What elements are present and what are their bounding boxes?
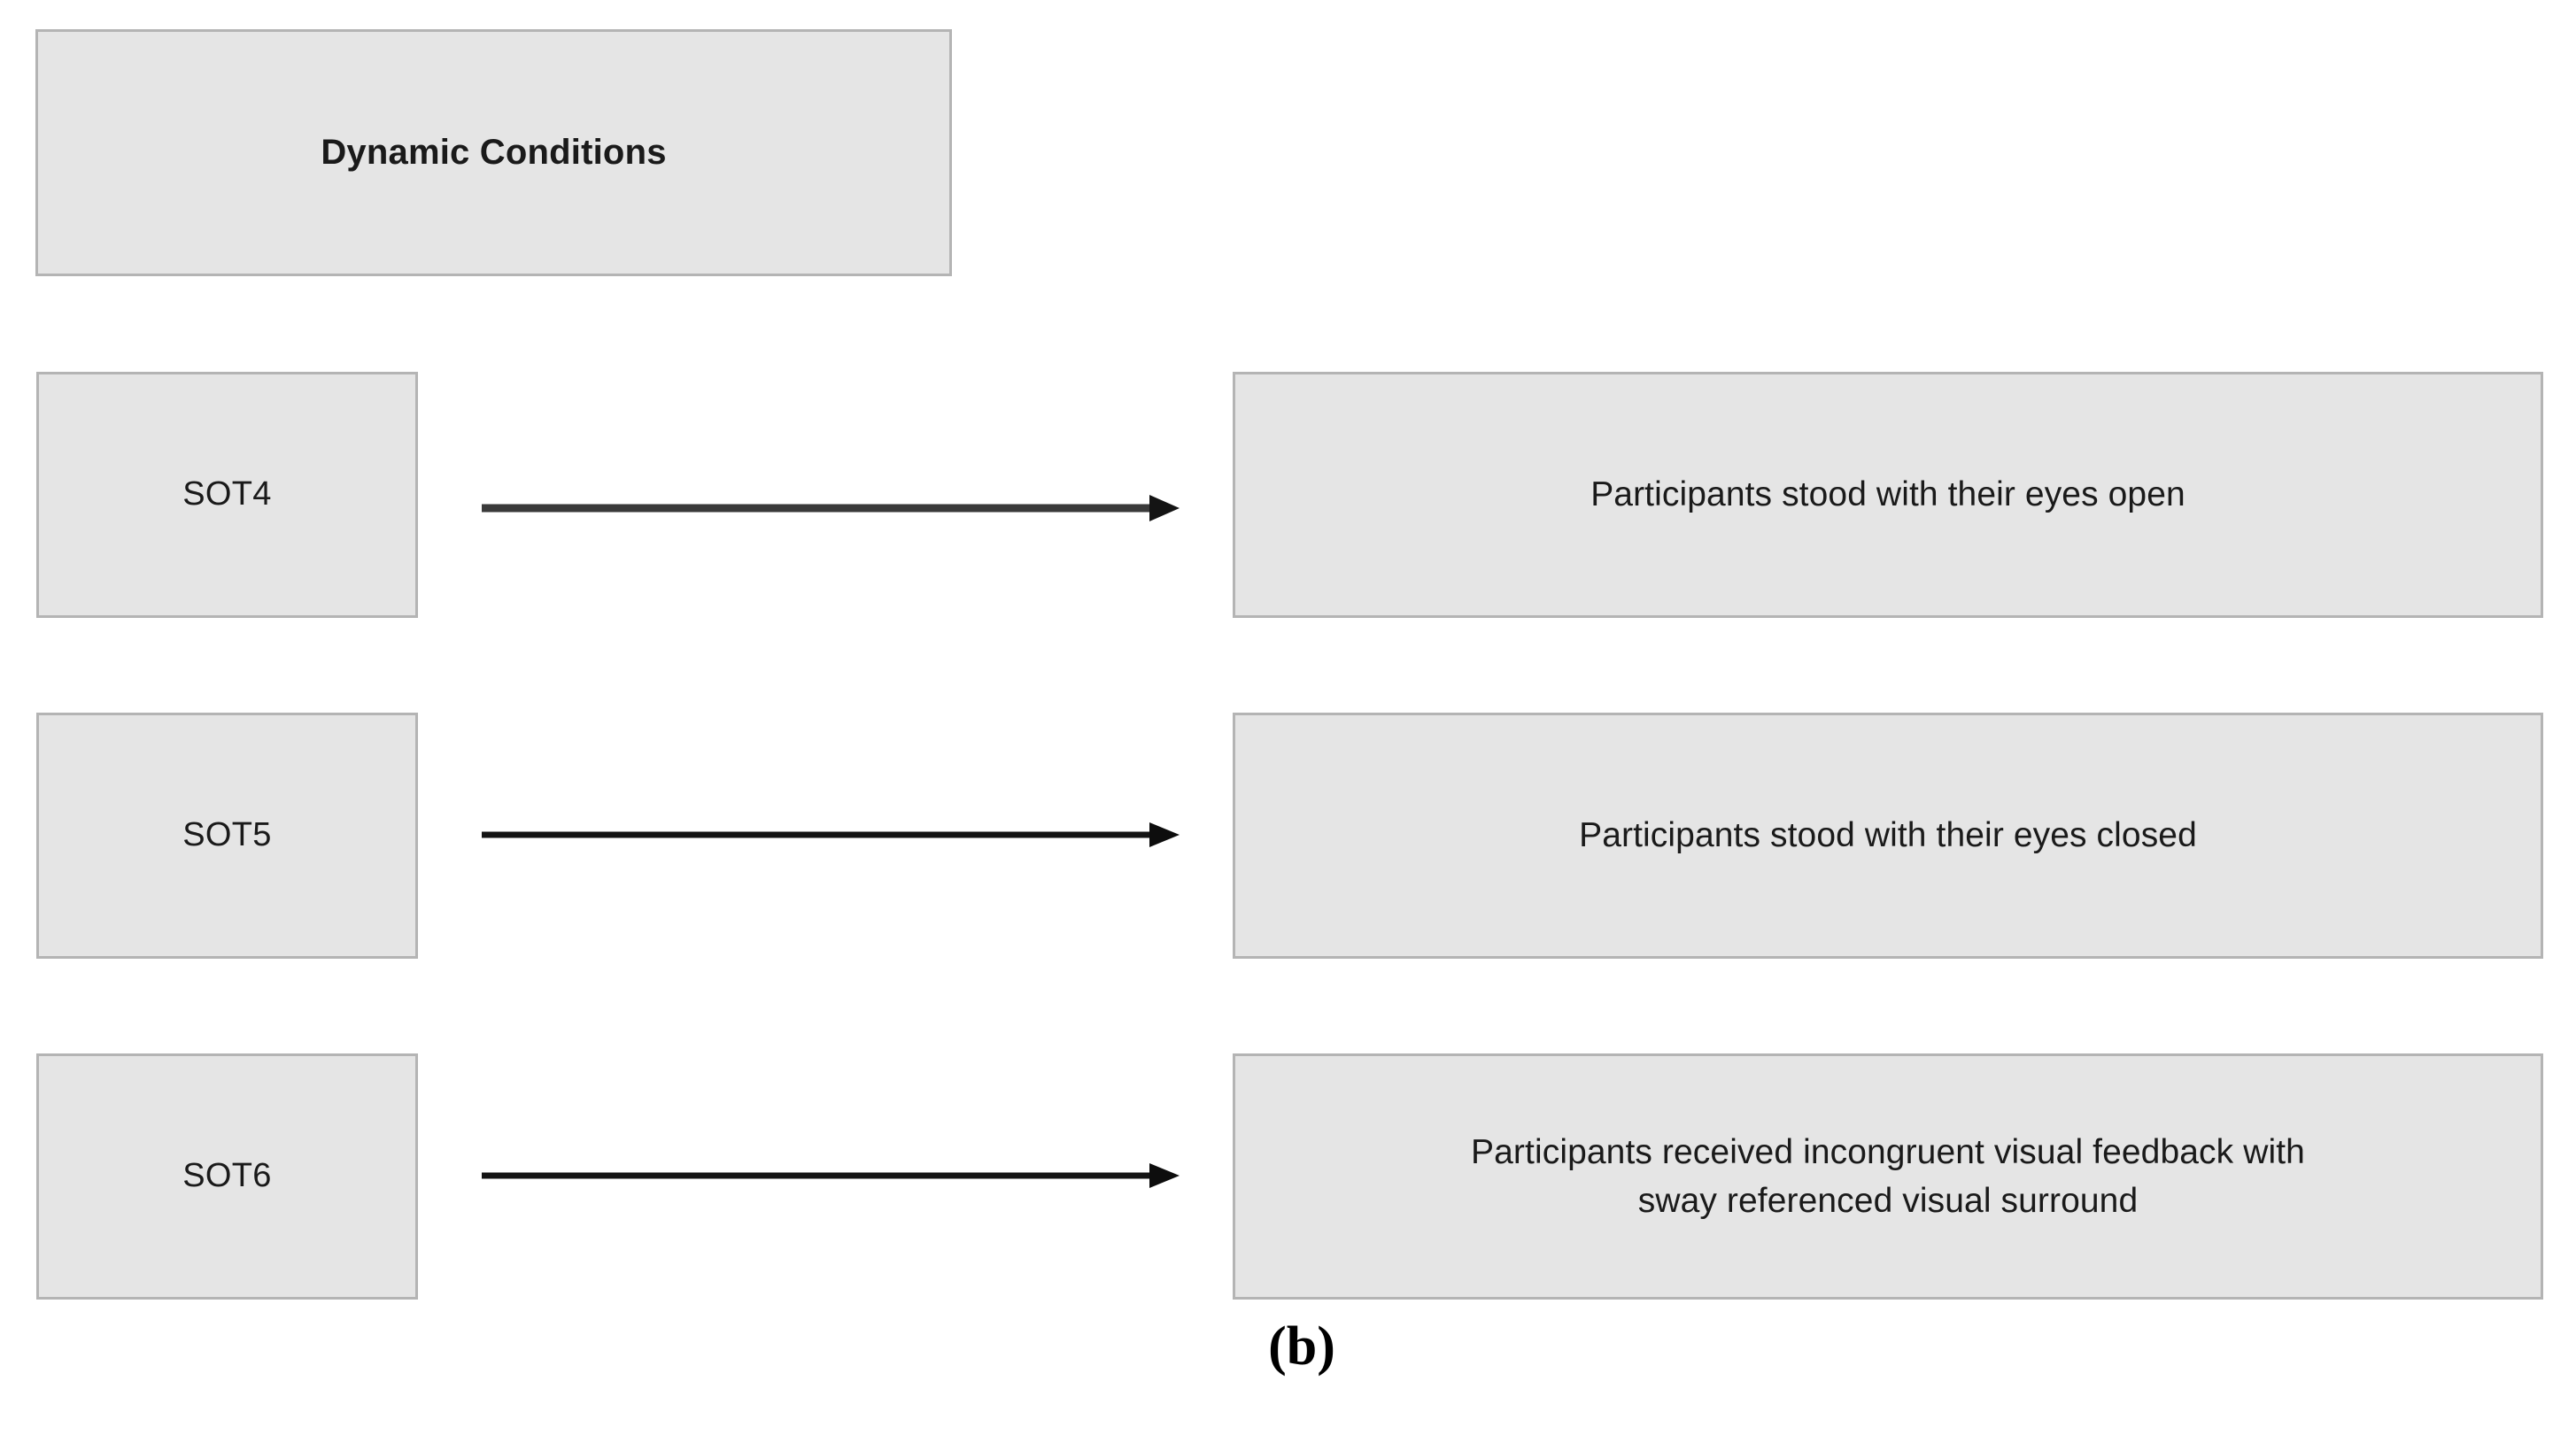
header-box: Dynamic Conditions — [35, 29, 952, 276]
right-arrow-icon — [478, 490, 1180, 526]
condition-box-label: SOT4 — [182, 475, 272, 513]
description-box-label: Participants stood with their eyes close… — [1579, 816, 2197, 855]
right-arrow-icon — [478, 817, 1180, 853]
description-box-sot6: Participants received incongruent visual… — [1233, 1053, 2543, 1300]
description-box-sot5: Participants stood with their eyes close… — [1233, 713, 2543, 959]
description-box-sot4: Participants stood with their eyes open — [1233, 372, 2543, 618]
description-box-label: Participants stood with their eyes open — [1590, 475, 2185, 514]
condition-box-sot6: SOT6 — [36, 1053, 418, 1300]
condition-box-label: SOT5 — [182, 816, 272, 854]
header-box-label: Dynamic Conditions — [321, 133, 667, 173]
condition-box-label: SOT6 — [182, 1157, 272, 1195]
description-box-label: Participants received incongruent visual… — [1471, 1132, 2305, 1220]
condition-box-sot4: SOT4 — [36, 372, 418, 618]
right-arrow-icon — [478, 1158, 1180, 1193]
panel-caption: (b) — [1268, 1316, 1335, 1377]
condition-box-sot5: SOT5 — [36, 713, 418, 959]
